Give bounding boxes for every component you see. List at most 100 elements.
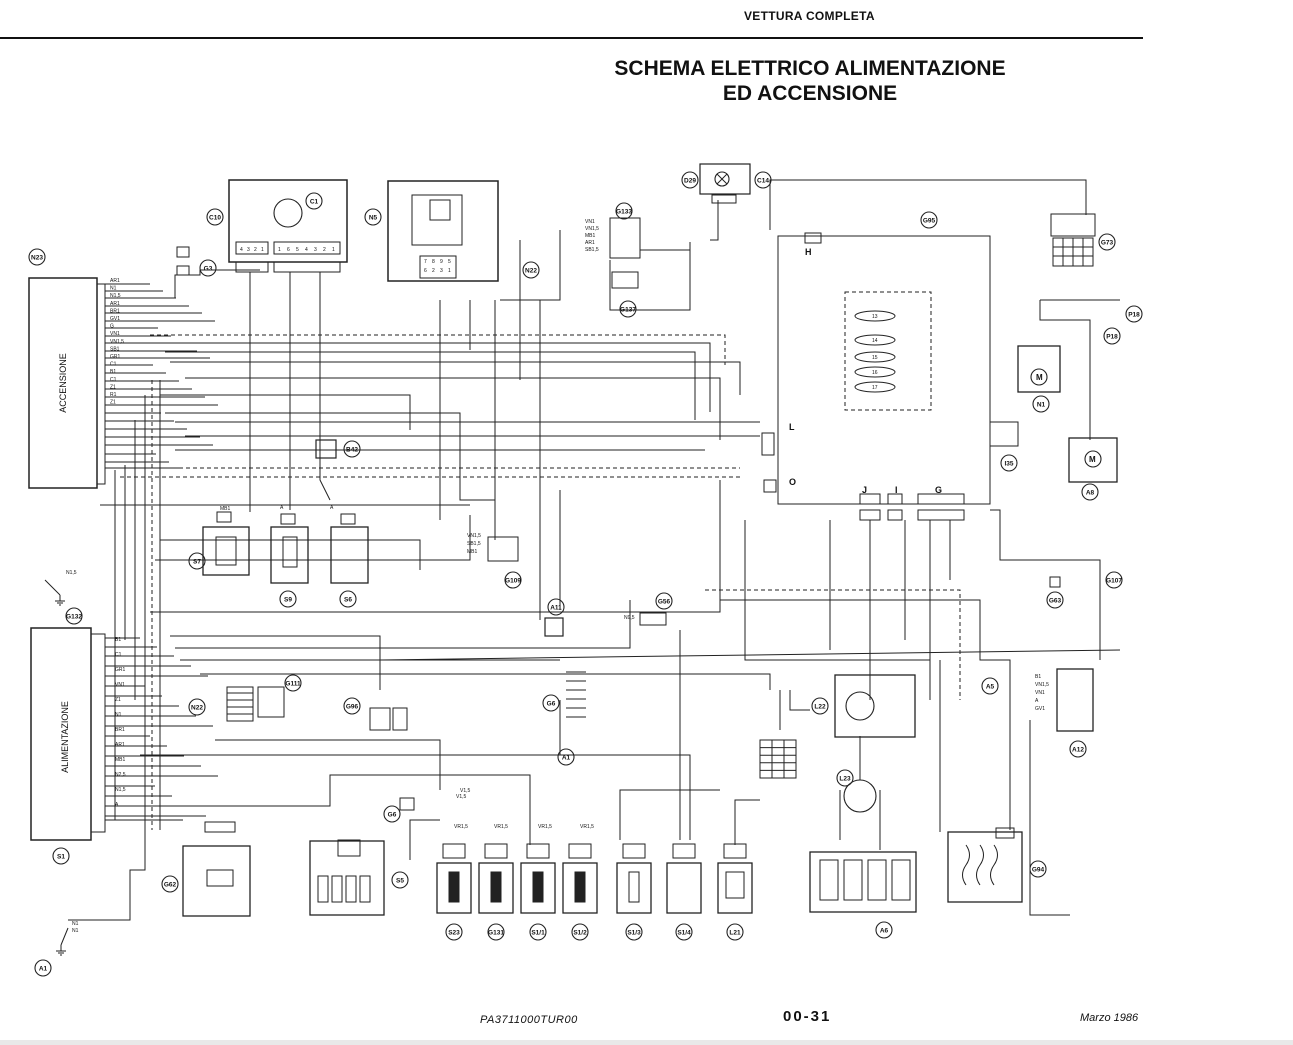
l23-element (725, 871, 745, 899)
injector-body (616, 862, 652, 914)
c10-plug-a (235, 261, 269, 273)
injector-label: S1/3 (627, 929, 641, 936)
harness-wire (1039, 300, 1091, 440)
b42-label-ring (343, 440, 361, 458)
n5-label: N5 (369, 214, 378, 221)
g95-fuse-num: 14 (872, 338, 878, 344)
c14-label: C14 (757, 177, 769, 184)
n1-module (1056, 668, 1094, 732)
s23-plug (337, 839, 361, 857)
n1-wire-code: VN1,5 (1035, 682, 1049, 688)
i35-label-ring (1000, 454, 1018, 472)
injector-label: G131 (488, 929, 504, 936)
harness-wire (68, 395, 146, 921)
a12-cell (819, 859, 839, 901)
header-rule (0, 37, 1143, 39)
harness-wire (1029, 720, 1070, 916)
s6-wire-code: A (330, 505, 334, 511)
harness-wire (155, 515, 471, 561)
g8-connector (1049, 576, 1061, 588)
injector-label-ring (487, 923, 505, 941)
injector-body (562, 862, 598, 914)
p18-motor-b-m-text: M (1036, 373, 1043, 382)
s7-element (215, 536, 237, 566)
accensione-pin-code: B1 (110, 369, 116, 375)
document-date: Marzo 1986 (1080, 1012, 1139, 1024)
n22-lower-connector (226, 686, 254, 722)
g73-label: G73 (1101, 239, 1114, 246)
g95-fuse (854, 334, 896, 346)
s7-label-ring (188, 552, 206, 570)
injector-plug (622, 843, 646, 859)
letter-g: G (935, 485, 942, 495)
g95-conn-j (859, 493, 881, 505)
scan-edge (0, 1040, 1293, 1045)
g6-label-ring (383, 805, 401, 823)
g63-label: P18 (1128, 311, 1140, 318)
g63-label-ring (1125, 305, 1143, 323)
g111-connector (257, 686, 285, 718)
harness-wire (710, 200, 719, 241)
s9-element (282, 536, 298, 568)
s23-element (331, 875, 343, 903)
page-number: 00-31 (783, 1008, 832, 1025)
g109-wire-code: MB1 (467, 549, 478, 555)
n5-relay-inner (429, 199, 451, 221)
c10-pin: 2 (323, 247, 326, 253)
g95-conn-g (917, 493, 965, 505)
g3-connector (176, 246, 190, 258)
c10-label-ring (206, 208, 224, 226)
alimentazione-pin-code: AR1 (115, 742, 125, 748)
g109-wire-code: SB1,5 (467, 541, 481, 547)
harness-wire (619, 789, 720, 840)
alimentazione-pin-code: GR1 (115, 667, 126, 673)
injector-plug (568, 843, 592, 859)
i35-unit (989, 421, 1019, 447)
accensione-pin-code: GR1 (110, 354, 121, 360)
alimentazione-pin-code: MB1 (115, 757, 126, 763)
g133-label: G133 (616, 208, 632, 215)
inj-wire-code: VR1,5 (538, 824, 552, 830)
n5-label-ring (364, 208, 382, 226)
g107-label: P18 (1106, 333, 1118, 340)
p18-a-label: A8 (1086, 489, 1095, 496)
c10-pin: 4 (240, 247, 243, 253)
ground-g132-label-ring (65, 607, 83, 625)
harness-wire (705, 589, 961, 700)
g133-connector (609, 217, 641, 259)
inj-wire-code: VR1,5 (494, 824, 508, 830)
g109-wire-code: VN1,5 (467, 533, 481, 539)
accensione-pin-code: G (110, 324, 114, 330)
g96-label: G96 (346, 703, 359, 710)
g56-wire-code: N9,5 (624, 615, 635, 621)
c1-label-ring (305, 192, 323, 210)
a12-cell (867, 859, 887, 901)
a6-distributor (834, 674, 916, 738)
harness-wire (140, 754, 691, 840)
accensione-pin-code: VN1,5 (110, 339, 124, 345)
injector-label: L21 (729, 929, 741, 936)
n5-pin: 8 (432, 259, 435, 265)
g52-label-ring (1105, 571, 1123, 589)
a8-module (947, 831, 1023, 903)
a12-cell (843, 859, 863, 901)
g95-plug-g (917, 509, 965, 521)
g52-label: G107 (1106, 577, 1122, 584)
a1-label-ring (542, 694, 560, 712)
accensione-pin-code: VN1 (110, 331, 120, 337)
harness-wire (200, 673, 771, 690)
a6-label-ring (811, 697, 829, 715)
title-line-2: ED ACCENSIONE (722, 82, 898, 105)
inj-wire-code: VR1,5 (580, 824, 594, 830)
g109-connector (487, 536, 519, 562)
injector-label: S1/4 (677, 929, 691, 936)
injector-label: S1/2 (573, 929, 587, 936)
harness-wire (379, 649, 1121, 661)
injector-label-ring (529, 923, 547, 941)
c10-pin: 1 (278, 247, 281, 253)
p18-motor-a-m (1084, 450, 1102, 468)
n22-top-label-ring (522, 261, 540, 279)
s23-element (359, 875, 371, 903)
g73-fuse-block (1050, 213, 1096, 237)
p18-b-label-ring (1032, 395, 1050, 413)
